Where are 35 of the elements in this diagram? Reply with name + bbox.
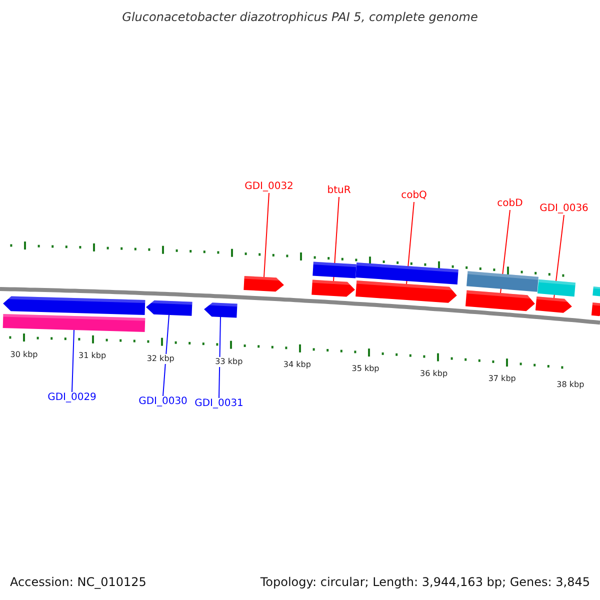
leader-line xyxy=(162,314,170,396)
scale-label: 34 kbp xyxy=(283,360,311,370)
gene-label: GDI_0036 xyxy=(540,203,588,215)
gene-feature xyxy=(535,296,573,314)
leader-line xyxy=(218,316,221,398)
leader-line xyxy=(72,330,74,392)
gene-label: GDI_0032 xyxy=(244,181,294,193)
gene-feature xyxy=(146,300,192,316)
gene-label: cobQ xyxy=(401,190,427,202)
map-title: Gluconacetobacter diazotrophicus PAI 5, complete genome xyxy=(121,10,479,24)
feature-bar xyxy=(312,262,356,278)
scale-label: 30 kbp xyxy=(10,350,38,360)
leader-line xyxy=(264,192,270,278)
genome-info: Topology: circular; Length: 3,944,163 bp; Genes: 3,845 xyxy=(260,575,590,589)
scale-label: 32 kbp xyxy=(146,354,174,364)
feature-bar xyxy=(537,279,576,297)
feature-bar xyxy=(466,271,538,292)
scale-label: 37 kbp xyxy=(488,374,516,384)
gene-feature xyxy=(312,280,356,298)
gene-label: GDI_0029 xyxy=(48,392,96,404)
scale-label: 33 kbp xyxy=(215,356,243,367)
gene-label: GDI_0030 xyxy=(138,396,188,408)
scale-label: 35 kbp xyxy=(352,364,380,374)
gene-label: btuR xyxy=(327,185,351,197)
scale-label: 31 kbp xyxy=(78,351,106,362)
feature-bar xyxy=(2,314,146,332)
genome-info: Accession: NC_010125 xyxy=(10,575,146,589)
gene-feature xyxy=(204,302,238,318)
scale-label: 38 kbp xyxy=(556,380,584,390)
gene-feature xyxy=(591,302,600,317)
gene-label: GDI_0031 xyxy=(194,398,244,410)
gene-label: cobD xyxy=(497,198,523,210)
gene-feature xyxy=(244,276,284,292)
scale-label: 36 kbp xyxy=(420,368,448,379)
feature-bar xyxy=(592,286,600,296)
